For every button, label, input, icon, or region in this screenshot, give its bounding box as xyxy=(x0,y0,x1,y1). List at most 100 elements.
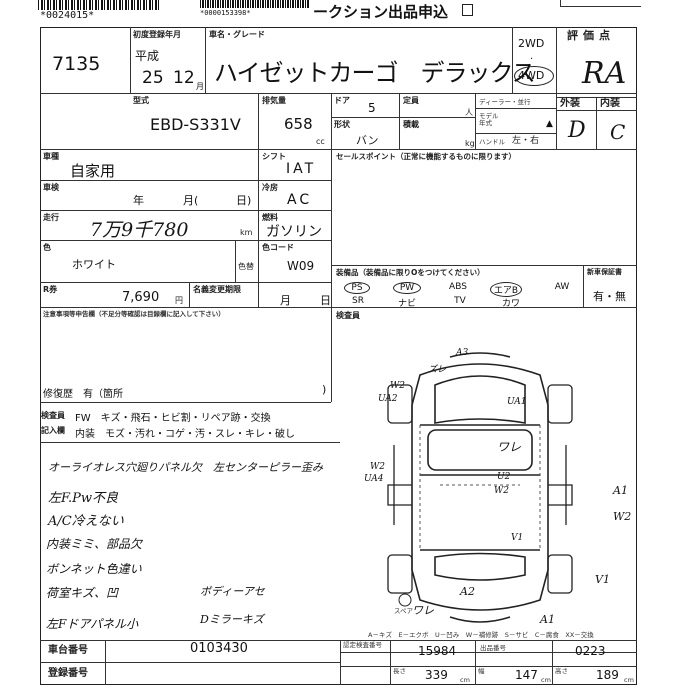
equipment-ps: PS xyxy=(344,282,370,294)
rule xyxy=(40,402,331,403)
load-label: 積載 xyxy=(403,120,419,129)
fuel-value: ガソリン xyxy=(266,224,322,240)
diagram-mark-w2-left: W2 xyxy=(370,462,385,472)
equipment-pw: PW xyxy=(393,282,421,294)
form-frame xyxy=(40,27,637,685)
steering-label: ハンドル xyxy=(479,138,505,146)
name-change-month: 月 xyxy=(280,294,291,307)
diagram-mark-a3: A3 xyxy=(456,348,469,358)
hand-note-3: A/C冷えない xyxy=(48,514,124,529)
diagram-mark-ua2: UA2 xyxy=(378,394,398,404)
form-title: ークション出品申込 xyxy=(313,3,449,21)
rule xyxy=(105,640,106,685)
inspection-month: 月( xyxy=(183,194,199,207)
mileage-label: 走行 xyxy=(43,213,59,222)
name-change-label: 名義変更期限 xyxy=(193,285,241,294)
mileage-value: 7万9千780 xyxy=(90,219,189,241)
top-right-mark xyxy=(560,0,641,7)
exhibit-number: 0223 xyxy=(575,644,606,658)
equipment-airbag: エアB xyxy=(490,282,522,297)
recycle-label: R券 xyxy=(43,285,58,294)
hand-note-2: 左F.Pw不良 xyxy=(48,491,119,506)
rule xyxy=(40,180,331,181)
hand-note-1: オーライオレス穴廻りパネル欠 左センターピラー歪み xyxy=(48,461,323,474)
side-note-2: Dミラーキズ xyxy=(200,613,264,626)
repair-history: 修復歴 有（箇所 xyxy=(43,389,123,400)
color-code-value: W09 xyxy=(287,259,315,273)
rule xyxy=(40,149,637,150)
model-value: EBD-S331V xyxy=(150,115,241,134)
hand-note-7: 左Fドアパネル小 xyxy=(46,617,139,631)
ac-label: 冷房 xyxy=(262,183,278,192)
title-icon xyxy=(462,4,473,16)
rule xyxy=(340,640,341,685)
length-value: 339 xyxy=(425,668,448,682)
rule xyxy=(40,93,637,94)
drive-4wd: 4WD xyxy=(518,69,545,82)
barcode-right-text: *0000153398* xyxy=(200,9,251,17)
diagram-mark-zure: ズレ xyxy=(428,365,447,375)
height-value: 189 xyxy=(596,668,619,682)
new-car-warranty-value: 有・無 xyxy=(593,290,626,303)
checklist-row1: FW キズ・飛石・ヒビ割・リペア跡・交換 xyxy=(75,413,271,424)
recycle-amount: 7,690 xyxy=(122,290,160,305)
barcode-right xyxy=(200,0,310,8)
color-code-label: 色コード xyxy=(262,243,294,252)
rule xyxy=(205,27,206,93)
certified-number: 15984 xyxy=(418,644,457,658)
rule xyxy=(331,307,332,402)
sales-points-label: セールスポイント（正常に機能するものに限ります） xyxy=(336,152,516,161)
rule xyxy=(596,97,597,149)
rule xyxy=(258,93,259,149)
displacement-label: 排気量 xyxy=(262,96,286,105)
month-unit: 月 xyxy=(196,82,204,91)
checklist-row2: 内装 モズ・汚れ・コゲ・汚・スレ・キレ・破し xyxy=(75,429,295,440)
inspection-year: 年 xyxy=(133,194,144,207)
diagram-mark-ware-bottom: ワレ xyxy=(412,604,434,617)
inspector-label: 検査員 xyxy=(336,311,360,320)
rule xyxy=(399,93,400,149)
name-change-day: 日 xyxy=(320,294,331,307)
diagram-mark-ua4: UA4 xyxy=(364,474,384,484)
repair-history-close: ) xyxy=(322,383,327,396)
ac-value: AC xyxy=(287,192,313,208)
notes-label: 注意事項等申告欄（不足分等確認は目録欄に記入して下さい） xyxy=(43,310,225,318)
new-car-warranty-label: 新車保証書 xyxy=(587,268,622,276)
mileage-unit: km xyxy=(240,228,253,237)
ext-label: 外装 xyxy=(560,98,580,109)
body-label: 形状 xyxy=(334,120,350,129)
rule xyxy=(40,640,637,641)
diagram-mark-u2: U2 xyxy=(497,472,511,482)
rule xyxy=(512,27,513,93)
drive-sep: · xyxy=(530,54,534,65)
color-label: 色 xyxy=(43,243,51,252)
int-label: 内装 xyxy=(600,98,620,109)
body-value: バン xyxy=(356,134,379,147)
capacity-unit: 人 xyxy=(465,108,473,117)
rule xyxy=(40,282,331,283)
length-unit: cm xyxy=(460,676,470,684)
certified-label: 認定検査番号 xyxy=(343,641,382,649)
spare-label: スペア xyxy=(394,607,414,615)
doors-value: 5 xyxy=(368,101,376,115)
rule xyxy=(40,442,340,443)
equipment-label: 装備品（装備品に限りOをつけてください） xyxy=(336,268,485,277)
width-label: 幅 xyxy=(478,667,485,675)
shift-value: IAT xyxy=(286,161,317,177)
rule xyxy=(40,307,637,308)
equipment-leather: カワ xyxy=(501,299,520,309)
height-unit: cm xyxy=(624,676,634,684)
model-label: 型式 xyxy=(133,96,149,105)
rule xyxy=(556,27,557,149)
entry-label: 記入欄 xyxy=(41,426,65,435)
score-label: 評価点 xyxy=(567,29,615,42)
listing-number: 7135 xyxy=(52,53,101,75)
car-number-label: 車台番号 xyxy=(48,645,88,656)
width-unit: cm xyxy=(541,676,551,684)
height-label: 高さ xyxy=(555,667,568,675)
model-year-mark: ▲ xyxy=(546,119,553,129)
displacement-unit: cc xyxy=(316,137,325,146)
rule xyxy=(340,652,637,653)
diagram-mark-w2-center: W2 xyxy=(494,486,509,496)
inspection-day: 日) xyxy=(236,194,252,207)
